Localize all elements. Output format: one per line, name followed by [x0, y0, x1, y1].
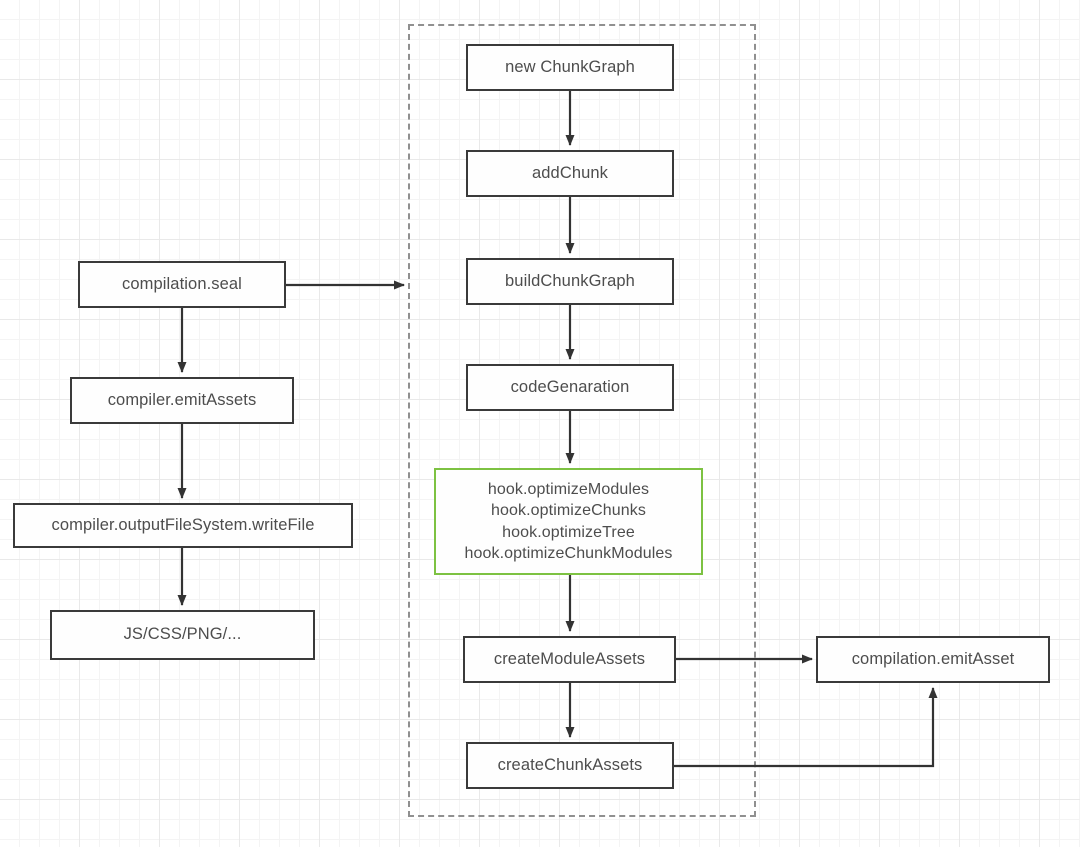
seal-phase-group	[408, 24, 756, 817]
node-codegenaration[interactable]: codeGenaration	[466, 364, 674, 411]
node-output-assets[interactable]: JS/CSS/PNG/...	[50, 610, 315, 660]
node-createchunkassets[interactable]: createChunkAssets	[466, 742, 674, 789]
node-addchunk[interactable]: addChunk	[466, 150, 674, 197]
node-optimize-hooks[interactable]: hook.optimizeModules hook.optimizeChunks…	[434, 468, 703, 575]
node-compilation-seal[interactable]: compilation.seal	[78, 261, 286, 308]
node-new-chunkgraph[interactable]: new ChunkGraph	[466, 44, 674, 91]
node-compiler-outputfilesystem-writefile[interactable]: compiler.outputFileSystem.writeFile	[13, 503, 353, 548]
edge-createchunkassets-to-emitasset	[674, 687, 938, 768]
node-compilation-emitasset[interactable]: compilation.emitAsset	[816, 636, 1050, 683]
node-buildchunkgraph[interactable]: buildChunkGraph	[466, 258, 674, 305]
node-compiler-emitassets[interactable]: compiler.emitAssets	[70, 377, 294, 424]
node-createmoduleassets[interactable]: createModuleAssets	[463, 636, 676, 683]
